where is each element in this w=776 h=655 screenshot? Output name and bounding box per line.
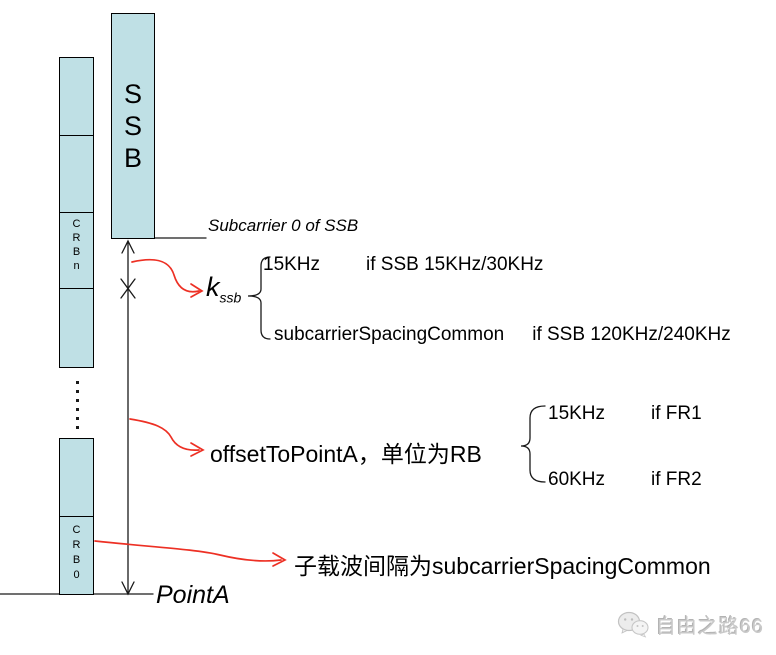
crb-block	[59, 135, 94, 213]
continuation-ellipsis-icon	[76, 381, 79, 429]
kssb-option-2: subcarrierSpacingCommon if SSB 120KHz/240…	[274, 324, 731, 346]
watermark-text: 自由之路66	[655, 616, 764, 638]
crb-0-label: CRB0	[72, 524, 81, 581]
crb-block	[59, 438, 94, 517]
ssb-block: SSB	[111, 13, 155, 239]
offset-callout-arrow	[129, 418, 200, 451]
fr-brace	[520, 405, 546, 483]
kssb-symbol: kssb	[206, 272, 241, 305]
crb-n-label: CRBn	[72, 218, 81, 272]
kssb-option-1: 15KHz if SSB 15KHz/30KHz	[263, 254, 543, 276]
subcarrier0-label: Subcarrier 0 of SSB	[208, 216, 359, 235]
scs-callout-arrow	[94, 540, 282, 562]
pointa-label: PointA	[156, 581, 230, 609]
kssb-option-2-value: subcarrierSpacingCommon	[274, 324, 505, 345]
offset-to-pointa-label: offsetToPointA，单位为RB	[210, 441, 482, 467]
red-callout-arrows	[94, 258, 287, 567]
offset-option-2-condition: if FR2	[651, 469, 702, 490]
wechat-icon	[617, 611, 649, 638]
offset-option-1-value: 15KHz	[548, 403, 606, 424]
crb-n-block: CRBn	[59, 212, 94, 289]
scs-note-label: 子载波间隔为subcarrierSpacingCommon	[294, 553, 711, 579]
kssb-option-1-condition: if SSB 15KHz/30KHz	[366, 254, 544, 275]
crb-block-top	[59, 57, 94, 136]
watermark: 自由之路66	[617, 610, 764, 639]
arrowhead-cross-icon	[120, 278, 136, 299]
scs-arrowhead-icon	[272, 552, 287, 567]
kssb-option-2-condition: if SSB 120KHz/240KHz	[532, 324, 731, 345]
offset-arrowhead-icon	[190, 442, 205, 457]
arrowhead-up-icon	[121, 239, 135, 254]
arrowhead-down-icon	[121, 581, 135, 596]
kssb-callout-arrow	[131, 258, 200, 293]
offset-option-1-condition: if FR1	[651, 403, 702, 424]
kssb-option-1-value: 15KHz	[263, 254, 321, 275]
offset-option-2: 60KHz if FR2	[548, 469, 702, 491]
kssb-symbol-subscript: ssb	[219, 289, 242, 306]
crb-block	[59, 288, 94, 368]
ssb-label: SSB	[123, 79, 142, 173]
offset-option-2-value: 60KHz	[548, 469, 606, 490]
crb-0-block: CRB0	[59, 516, 94, 595]
kssb-symbol-k: k	[206, 272, 220, 302]
offset-option-1: 15KHz if FR1	[548, 403, 702, 425]
kssb-arrowhead-icon	[190, 283, 204, 298]
